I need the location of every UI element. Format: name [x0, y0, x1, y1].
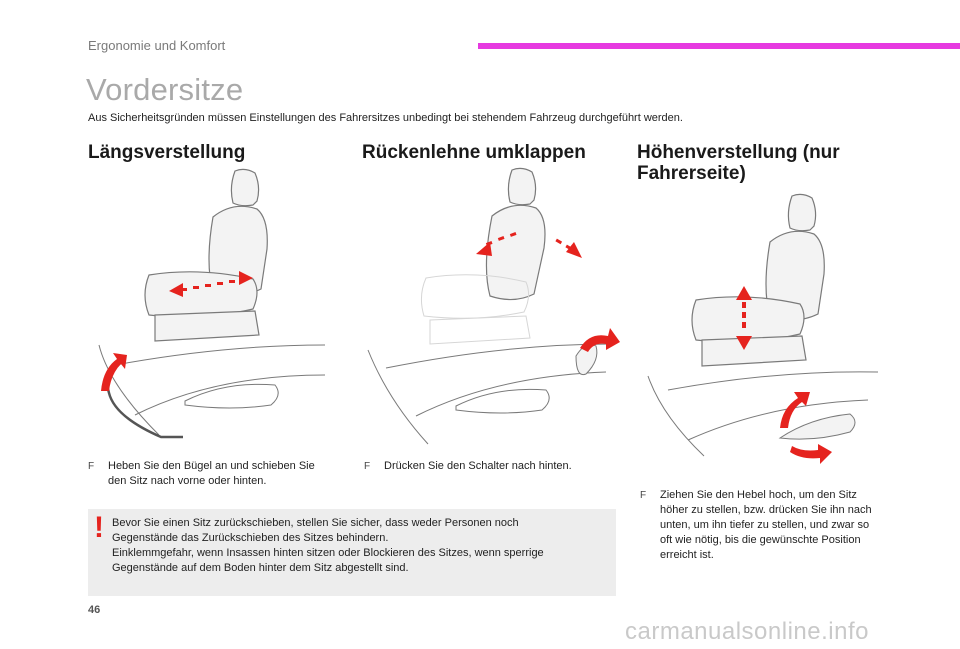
header-accent-bar	[478, 43, 960, 49]
seat-illustration-1	[98, 168, 326, 439]
step-line: erreicht ist.	[660, 549, 714, 561]
step-line: Drücken Sie den Schalter nach hinten.	[384, 460, 572, 472]
seat-illustration-3	[647, 193, 879, 464]
heading-line: Fahrerseite)	[637, 163, 746, 184]
warning-icon: !	[94, 511, 104, 544]
heading-laengsverstellung: Längsverstellung	[88, 142, 246, 163]
watermark: carmanualsonline.info	[625, 618, 869, 645]
step-rueckenlehne: F Drücken Sie den Schalter nach hinten.	[364, 459, 624, 474]
section-header: Ergonomie und Komfort	[88, 38, 226, 53]
warning-text: Bevor Sie einen Sitz zurückschieben, ste…	[112, 516, 602, 576]
warning-line: Bevor Sie einen Sitz zurückschieben, ste…	[112, 517, 519, 529]
heading-hoehenverstellung: Höhenverstellung (nur Fahrerseite)	[637, 142, 840, 184]
heading-line: Höhenverstellung (nur	[637, 142, 840, 163]
figure-backrest-fold	[360, 160, 620, 450]
step-line: Ziehen Sie den Hebel hoch, um den Sitz	[660, 489, 857, 501]
bullet-icon: F	[640, 490, 647, 501]
figure-seat-fore-aft	[95, 165, 335, 445]
warning-line: Einklemmgefahr, wenn Insassen hinten sit…	[112, 547, 544, 559]
warning-line: Gegenstände auf dem Boden hinter dem Sit…	[112, 562, 409, 574]
page-title: Vordersitze	[86, 72, 244, 107]
figure-height-adjust	[640, 190, 900, 470]
seat-illustration-2	[367, 167, 620, 445]
step-line: Heben Sie den Bügel an und schieben Sie	[108, 460, 315, 472]
step-hoehenverstellung: F Ziehen Sie den Hebel hoch, um den Sitz…	[640, 488, 910, 563]
bullet-icon: F	[364, 461, 371, 472]
intro-text: Aus Sicherheitsgründen müssen Einstellun…	[88, 112, 683, 124]
step-line: unten, um ihn tiefer zu stellen, und zwa…	[660, 519, 870, 531]
heading-rueckenlehne: Rückenlehne umklappen	[362, 142, 586, 163]
step-laengsverstellung: F Heben Sie den Bügel an und schieben Si…	[88, 459, 348, 489]
bullet-icon: F	[88, 461, 95, 472]
warning-box: ! Bevor Sie einen Sitz zurückschieben, s…	[88, 509, 616, 596]
warning-line: Gegenstände das Zurückschieben des Sitze…	[112, 532, 389, 544]
step-line: den Sitz nach vorne oder hinten.	[108, 475, 267, 487]
page-number: 46	[88, 604, 101, 616]
step-line: oft wie nötig, bis die gewünschte Positi…	[660, 534, 861, 546]
step-line: höher zu stellen, bzw. drücken Sie ihn n…	[660, 504, 872, 516]
